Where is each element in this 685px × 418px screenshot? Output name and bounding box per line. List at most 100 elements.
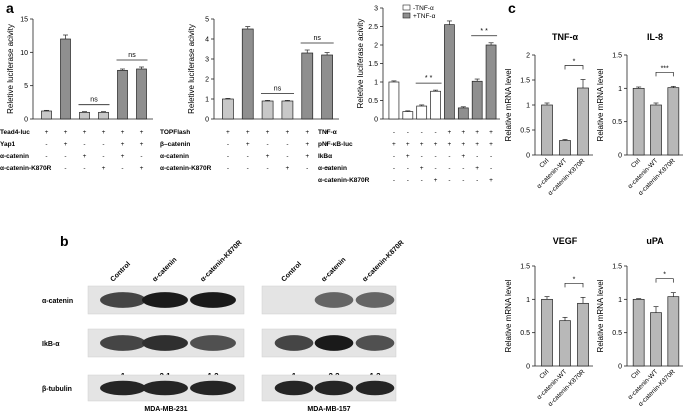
protein-band: [142, 380, 188, 396]
y-axis-label: Relative mRNA level: [596, 68, 605, 141]
condition-sign: +: [45, 129, 49, 136]
bar: [541, 298, 553, 367]
legend-swatch: [402, 4, 411, 11]
condition-sign: +: [434, 177, 438, 184]
y-tick-label: 1: [526, 297, 530, 304]
condition-sign: -: [393, 165, 395, 172]
condition-sign: +: [406, 153, 410, 160]
significance-bracket: [564, 282, 584, 288]
condition-sign: -: [448, 153, 450, 160]
chart-title: TNF-α: [552, 32, 578, 42]
bar: [261, 100, 274, 120]
y-tick-label: 0: [618, 153, 622, 160]
protein-band: [355, 380, 395, 396]
bar: [402, 111, 414, 120]
condition-sign: -: [266, 141, 268, 148]
condition-sign: -: [102, 141, 104, 148]
chart-c3: 00.511.5VEGFCtrlα-catenin-WTα-catenin-K8…: [504, 236, 593, 408]
condition-sign: -: [434, 129, 436, 136]
y-tick-label: 1.5: [612, 264, 622, 271]
bar: [457, 107, 469, 120]
y-tick-label: 2: [205, 77, 209, 84]
lane-label: α-catenin: [151, 256, 178, 283]
legend-label: -TNF-α: [413, 5, 434, 12]
y-tick-label: 1: [618, 297, 622, 304]
y-tick-label: 1: [526, 103, 530, 110]
y-tick-label: 2.5: [368, 24, 378, 31]
condition-sign: +: [448, 129, 452, 136]
western-blot-right: Controlα-cateninα-catenin-K870R01112.31.…: [261, 239, 405, 413]
condition-sign: -: [45, 141, 47, 148]
chart-title: IL-8: [647, 32, 663, 42]
condition-sign: +: [246, 141, 250, 148]
significance-bracket: [564, 65, 584, 70]
panel-letter-b: b: [60, 233, 69, 249]
bar: [98, 111, 109, 120]
bar: [136, 68, 147, 120]
condition-sign: +: [83, 129, 87, 136]
bar: [416, 105, 428, 120]
condition-sign: -: [45, 165, 47, 172]
condition-sign: +: [102, 129, 106, 136]
bar: [632, 298, 645, 367]
condition-sign: +: [325, 165, 329, 172]
bar: [321, 54, 333, 120]
lane-label: α-catenin: [320, 256, 347, 283]
condition-sign: +: [64, 141, 68, 148]
y-tick-label: 0: [24, 117, 28, 124]
condition-sign: -: [393, 153, 395, 160]
condition-sign: -: [407, 165, 409, 172]
protein-band: [355, 335, 395, 351]
condition-sign: -: [434, 153, 436, 160]
bar: [79, 111, 90, 120]
blot-row-label: IkB-α: [42, 341, 60, 348]
condition-sign: -: [121, 165, 123, 172]
condition-row-label: Tead4-luc: [0, 129, 30, 136]
condition-sign: +: [64, 129, 68, 136]
condition-sign: -: [421, 153, 423, 160]
protein-band: [100, 292, 146, 308]
condition-sign: +: [420, 165, 424, 172]
condition-sign: -: [407, 129, 409, 136]
condition-sign: +: [102, 165, 106, 172]
y-tick-label: 0: [618, 364, 622, 371]
protein-band: [274, 380, 314, 396]
condition-sign: -: [476, 153, 478, 160]
condition-sign: +: [325, 129, 329, 136]
y-tick-label: 5: [205, 17, 209, 24]
bar: [281, 100, 294, 120]
protein-band: [190, 335, 236, 351]
y-tick-label: 15: [20, 17, 28, 24]
condition-sign: -: [227, 141, 229, 148]
condition-sign: +: [140, 141, 144, 148]
bar: [430, 90, 441, 120]
protein-band: [314, 335, 354, 351]
y-tick-label: 4: [205, 37, 209, 44]
y-tick-label: 0: [374, 117, 378, 124]
bar: [577, 87, 589, 156]
condition-sign: +: [286, 165, 290, 172]
condition-sign: -: [64, 165, 66, 172]
protein-band: [100, 380, 146, 396]
condition-sign: +: [305, 129, 309, 136]
condition-sign: +: [305, 153, 309, 160]
cell-line-label: MDA-MB-157: [307, 406, 350, 413]
y-axis-label: Reletive luciferase acivity: [187, 24, 196, 114]
bar: [632, 87, 645, 156]
condition-sign: +: [305, 141, 309, 148]
significance-label: ns: [128, 52, 136, 59]
protein-band: [274, 335, 314, 351]
y-tick-label: 0.5: [612, 119, 622, 126]
condition-row-label: β–catenin: [160, 141, 190, 148]
condition-sign: +: [475, 129, 479, 136]
condition-sign: +: [392, 141, 396, 148]
y-tick-label: 1: [205, 97, 209, 104]
condition-sign: -: [393, 177, 395, 184]
condition-sign: +: [406, 141, 410, 148]
condition-sign: +: [420, 141, 424, 148]
bar: [577, 302, 589, 367]
condition-sign: -: [421, 129, 423, 136]
bar: [559, 320, 571, 367]
bar: [650, 312, 662, 367]
